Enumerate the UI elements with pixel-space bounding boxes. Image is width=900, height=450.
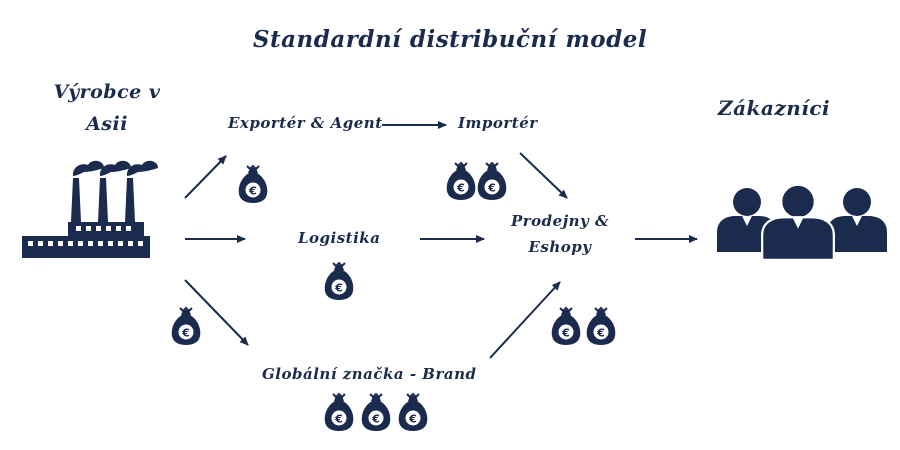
- money-bag-icon: [323, 262, 355, 301]
- money-bag-icon: [445, 162, 477, 201]
- factory-icon: [22, 160, 158, 258]
- node-logistics: Logistika: [298, 229, 381, 247]
- node-exporter: Exportér & Agent: [228, 114, 383, 132]
- producer-label: Výrobce v Asii: [53, 81, 161, 135]
- money-bag-icon: [397, 393, 429, 432]
- arrow-factory-exporter: [184, 155, 227, 199]
- node-shops: Prodejny & Eshopy: [510, 212, 610, 256]
- node-importer: Importér: [458, 114, 538, 132]
- arrow-importer-shops: [519, 152, 568, 199]
- money-bag-icon: [550, 307, 582, 346]
- diagram-title: Standardní distribuční model: [252, 26, 648, 53]
- money-bag-icon: [170, 307, 202, 346]
- money-bag-icon: [237, 165, 269, 204]
- money-bag-icon: [585, 307, 617, 346]
- people-group-icon: [717, 183, 887, 261]
- node-brand: Globální značka - Brand: [262, 365, 477, 383]
- money-bag-icon: [476, 162, 508, 201]
- money-bag-icon: [360, 393, 392, 432]
- arrow-brand-shops: [489, 281, 561, 359]
- money-bag-icon: [323, 393, 355, 432]
- arrow-factory-brand: [184, 279, 249, 346]
- customers-label: Zákazníci: [718, 96, 831, 120]
